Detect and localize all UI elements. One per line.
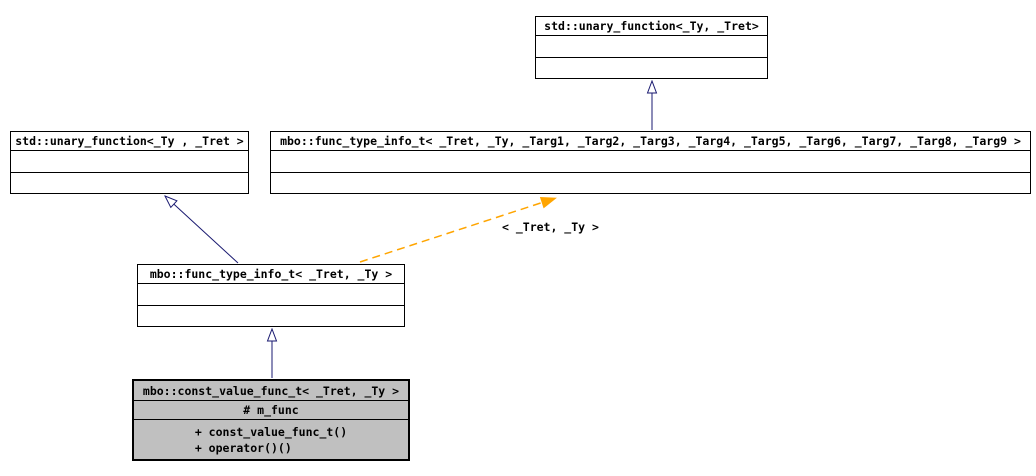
empty-methods-compartment (536, 58, 767, 78)
class-node-const-value-func-current[interactable]: mbo::const_value_func_t< _Tret, _Ty > # … (132, 379, 410, 461)
class-node-std-unary-function-variant[interactable]: std::unary_function<_Ty , _Tret > (10, 131, 249, 194)
class-name: mbo::func_type_info_t< _Tret, _Ty > (138, 265, 404, 284)
class-node-std-unary-function[interactable]: std::unary_function<_Ty, _Tret> (535, 16, 768, 79)
empty-methods-compartment (271, 173, 1030, 193)
empty-attributes-compartment (138, 284, 404, 306)
class-name: std::unary_function<_Ty , _Tret > (11, 132, 248, 151)
empty-attributes-compartment (536, 36, 767, 58)
template-args-label: < _Tret, _Ty > (502, 220, 599, 234)
empty-attributes-compartment (271, 151, 1030, 173)
methods-compartment: + const_value_func_t() + operator()() (134, 420, 408, 459)
empty-methods-compartment (138, 306, 404, 326)
class-node-func-type-info-specialization[interactable]: mbo::func_type_info_t< _Tret, _Ty > (137, 264, 405, 327)
empty-methods-compartment (11, 173, 248, 193)
class-node-func-type-info-full-template[interactable]: mbo::func_type_info_t< _Tret, _Ty, _Targ… (270, 131, 1031, 194)
empty-attributes-compartment (11, 151, 248, 173)
method-operator-call: + operator()() (194, 440, 292, 455)
template-instantiation-edge (359, 196, 557, 263)
class-name: std::unary_function<_Ty, _Tret> (536, 17, 767, 36)
method-constructor: + const_value_func_t() (194, 424, 348, 439)
class-name: mbo::func_type_info_t< _Tret, _Ty, _Targ… (271, 132, 1030, 151)
attribute-m-func: # m_func (134, 401, 408, 420)
inheritance-edge-func2-to-unaryleft (165, 196, 239, 264)
class-name: mbo::const_value_func_t< _Tret, _Ty > (134, 381, 408, 401)
